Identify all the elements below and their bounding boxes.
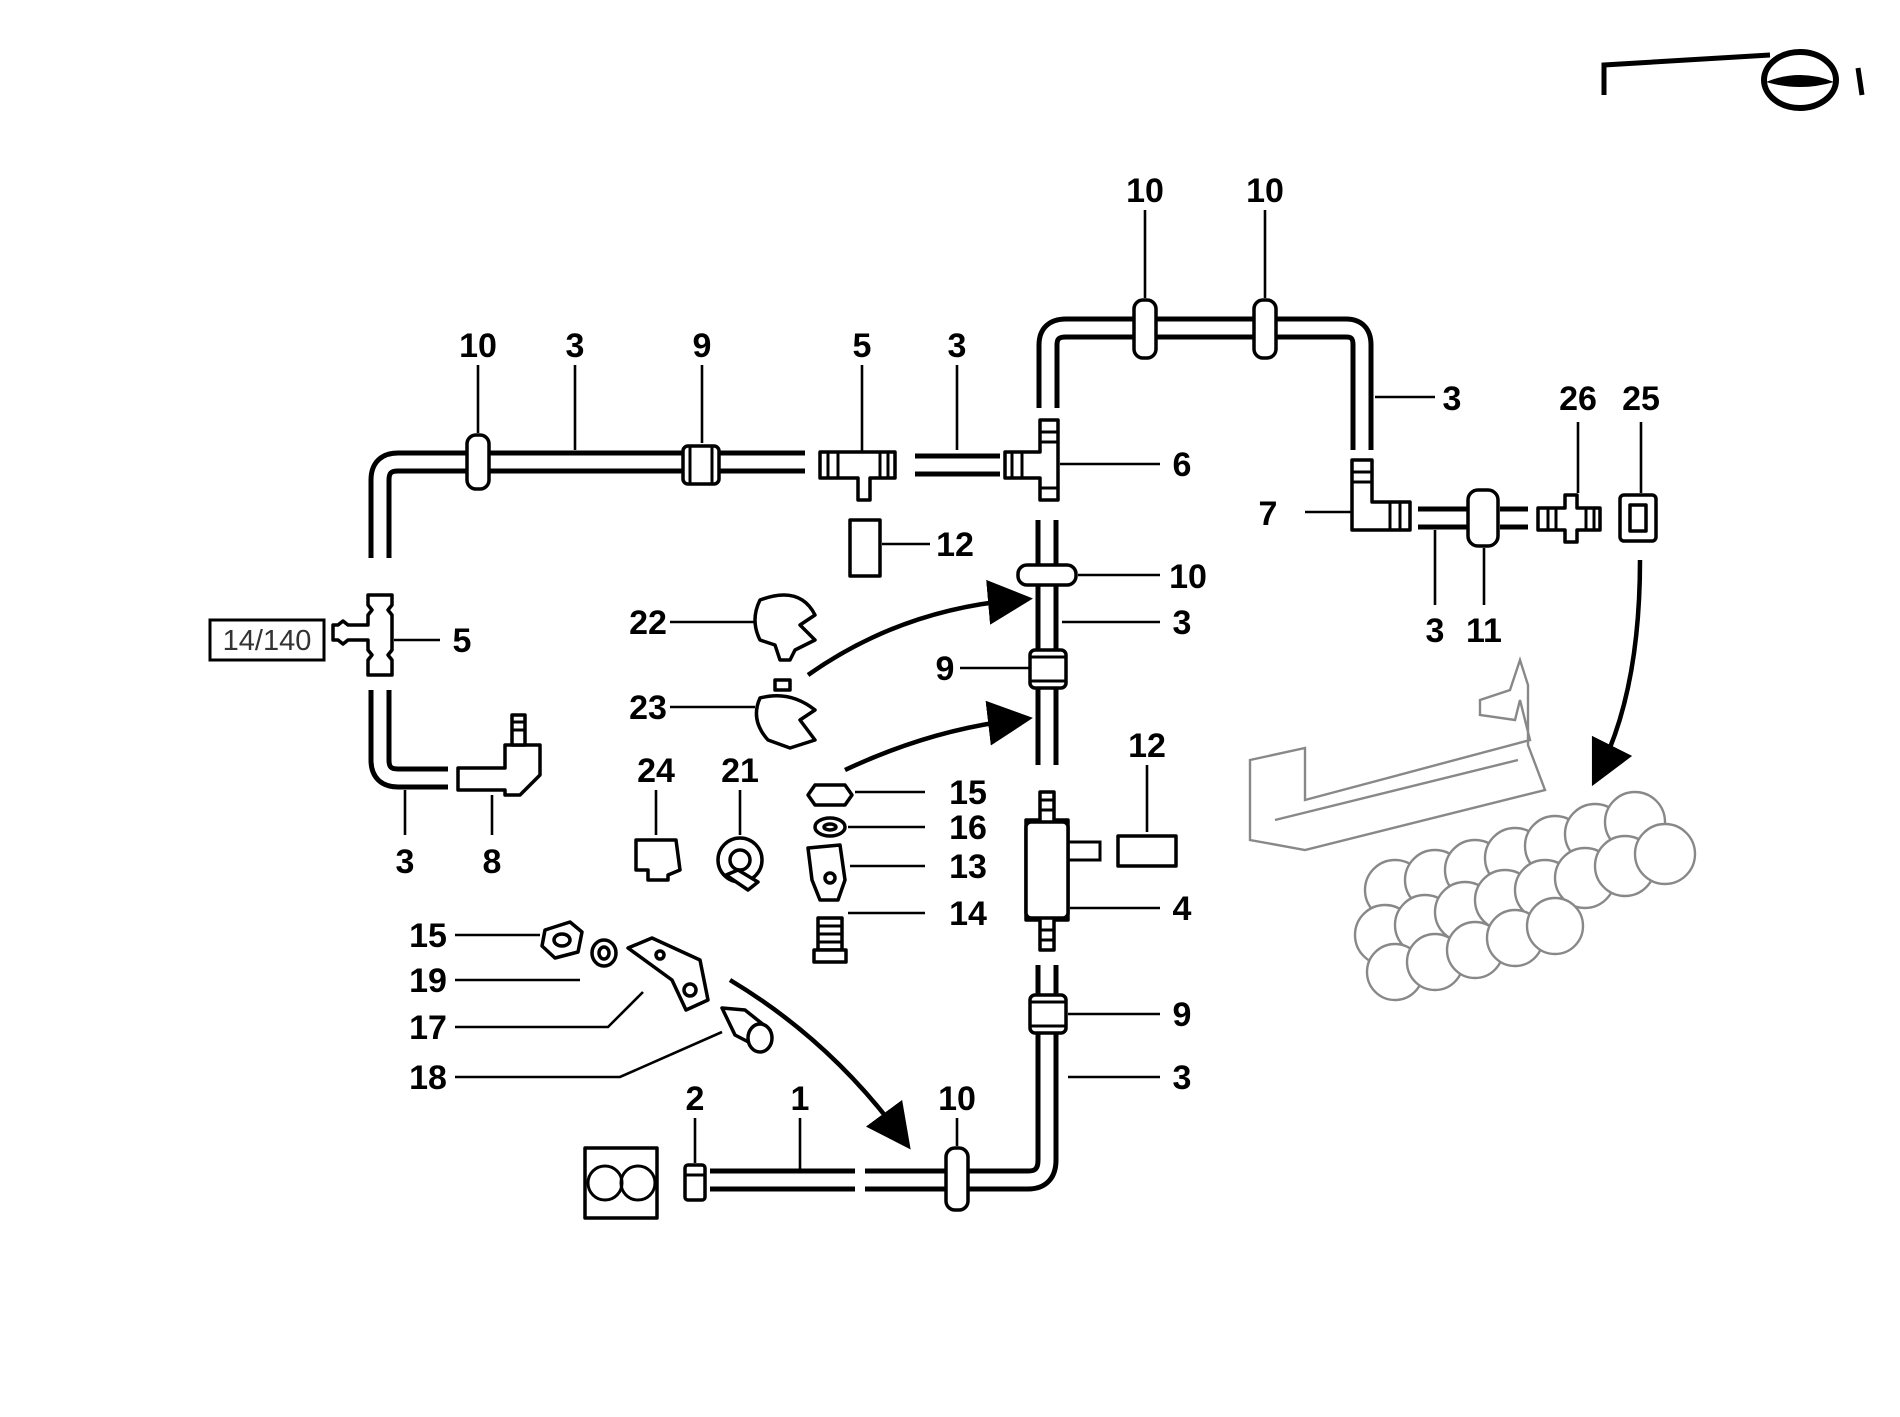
callout-11: 11 (1466, 612, 1502, 650)
callout-1: 1 (791, 1080, 810, 1118)
callout-7: 7 (1259, 495, 1278, 533)
callout-16: 16 (949, 809, 987, 847)
callout-3-right-bottom: 3 (1426, 612, 1445, 650)
callout-15-center: 15 (949, 774, 987, 812)
callout-10-upper-2: 10 (1246, 172, 1284, 210)
callout-3-lower: 3 (1173, 1059, 1192, 1097)
location-arrows (728, 559, 1643, 1150)
callout-21: 21 (721, 752, 759, 790)
reference-box-text: 14/140 (223, 625, 312, 657)
callout-3-left: 3 (396, 843, 415, 881)
callout-12-right: 12 (1128, 727, 1166, 765)
callout-3-top-left: 3 (566, 327, 585, 365)
hose-clamps (465, 298, 1278, 1212)
callout-19: 19 (409, 962, 447, 1000)
callout-5-left: 5 (453, 622, 472, 660)
callout-22: 22 (629, 604, 667, 642)
callout-13: 13 (949, 848, 987, 886)
callout-12-top: 12 (936, 526, 974, 564)
small-parts (540, 518, 1178, 1220)
callout-3-center: 3 (1173, 604, 1192, 642)
callout-10-lower: 10 (938, 1080, 976, 1118)
callout-4: 4 (1173, 890, 1192, 928)
hose-sleeves (681, 444, 1068, 1035)
hose-lines (368, 316, 1528, 1192)
callout-23: 23 (629, 689, 667, 727)
tee-connectors (331, 418, 1658, 952)
callout-3-top-center: 3 (948, 327, 967, 365)
callout-24: 24 (637, 752, 675, 790)
fuel-tank-assembly (1248, 656, 1697, 1002)
reference-box: 14/140 (208, 618, 326, 662)
callout-6: 6 (1173, 446, 1192, 484)
callout-9-center: 9 (936, 650, 955, 688)
callout-8: 8 (483, 843, 502, 881)
callout-18: 18 (409, 1059, 447, 1097)
leader-lines (394, 210, 1643, 1170)
callout-15-lower: 15 (409, 917, 447, 955)
callout-10-center: 10 (1169, 558, 1207, 596)
callout-10-upper-1: 10 (1126, 172, 1164, 210)
callout-5-top: 5 (853, 327, 872, 365)
callout-17: 17 (409, 1009, 447, 1047)
callout-3-upper-right: 3 (1443, 380, 1462, 418)
callout-14: 14 (949, 895, 987, 933)
callout-9-top: 9 (693, 327, 712, 365)
tank-cells (1353, 790, 1697, 1002)
callout-26: 26 (1559, 380, 1597, 418)
callout-10-top-left: 10 (459, 327, 497, 365)
callout-labels: 10 3 9 5 3 10 10 3 6 7 26 25 3 11 5 3 8 … (396, 172, 1660, 1118)
callout-9-lower: 9 (1173, 996, 1192, 1034)
callout-25: 25 (1622, 380, 1660, 418)
callout-2: 2 (686, 1080, 705, 1118)
vehicle-orientation-icon (1601, 49, 1865, 111)
